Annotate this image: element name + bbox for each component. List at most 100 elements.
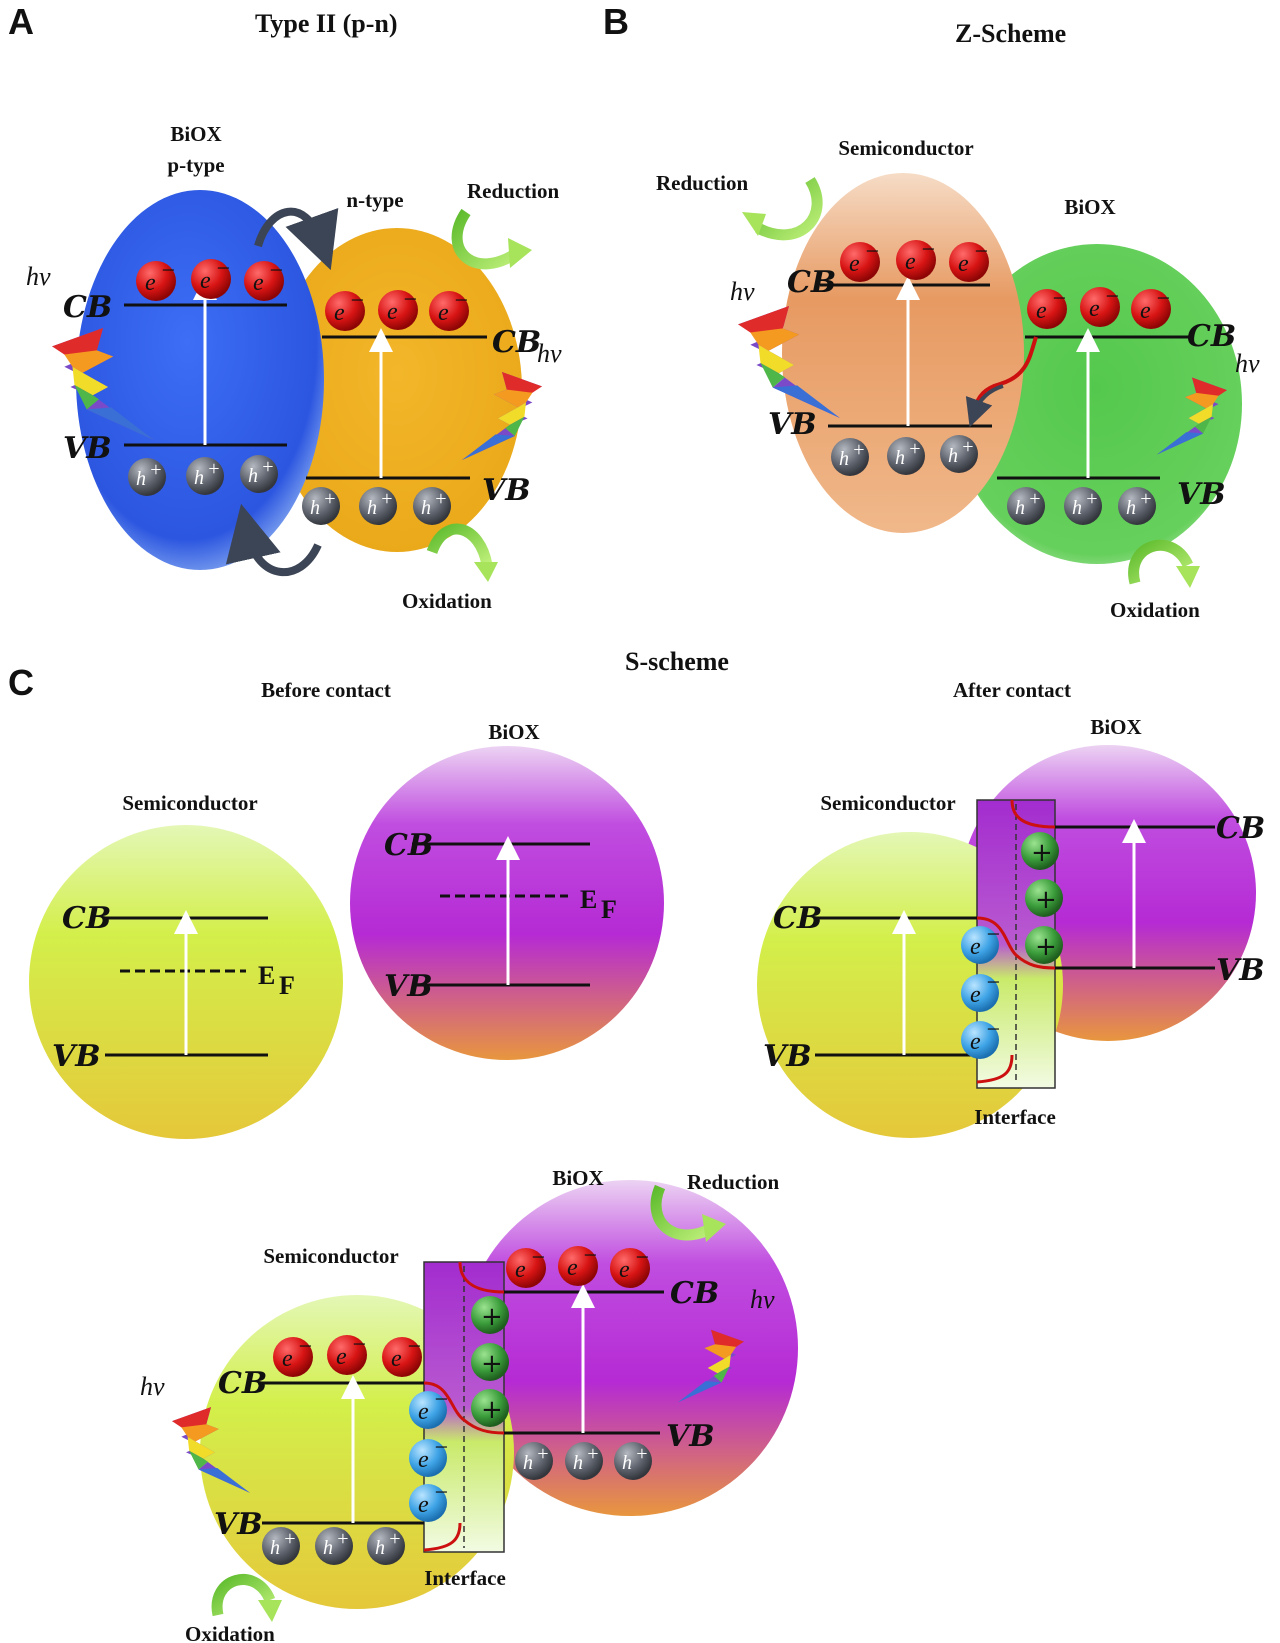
- a-photon-left-label: hν: [26, 262, 51, 291]
- panel-b-letter: B: [603, 1, 629, 42]
- svg-text:−: −: [406, 1334, 422, 1360]
- c3-cb-left: CB: [218, 1366, 267, 1401]
- svg-text:−: −: [634, 1245, 650, 1271]
- b-biox-label: BiOX: [1064, 195, 1115, 219]
- svg-text:e: e: [970, 982, 981, 1008]
- svg-text:+: +: [852, 439, 866, 461]
- b-semi-electrons: e− e− e−: [840, 237, 989, 282]
- svg-text:h: h: [310, 497, 320, 519]
- svg-text:e: e: [958, 251, 969, 277]
- svg-text:−: −: [351, 1332, 367, 1358]
- svg-text:h: h: [523, 1452, 533, 1474]
- b-reduction-arrow: [755, 177, 823, 241]
- c-illuminated: Semiconductor BiOX Interface CB VB CB VB…: [140, 1166, 798, 1643]
- svg-text:−: −: [985, 1017, 1001, 1043]
- a-n-holes: h+ h+ h+: [302, 487, 451, 525]
- svg-text:−: −: [864, 239, 880, 265]
- svg-text:+: +: [536, 1443, 550, 1465]
- a-cb-left: CB: [63, 290, 112, 325]
- a-reduction-label: Reduction: [467, 179, 559, 203]
- c1-biox-ef-sub: F: [601, 895, 617, 924]
- svg-text:h: h: [948, 445, 958, 467]
- svg-text:+: +: [481, 1349, 503, 1379]
- c3-cb-right: CB: [670, 1276, 719, 1311]
- panel-a: A Type II (p-n) BiOX p-type n-type CB VB…: [8, 1, 562, 613]
- svg-text:−: −: [433, 1480, 449, 1506]
- c3-reduction-label: Reduction: [687, 1170, 779, 1194]
- svg-text:−: −: [402, 287, 418, 313]
- b-reduction-label: Reduction: [656, 171, 748, 195]
- svg-text:+: +: [586, 1443, 600, 1465]
- svg-text:+: +: [207, 458, 221, 480]
- b-photon-left-label: hν: [730, 277, 755, 306]
- svg-text:h: h: [194, 467, 204, 489]
- a-photon-right-label: hν: [537, 339, 562, 368]
- svg-text:e: e: [515, 1257, 526, 1283]
- svg-text:h: h: [367, 497, 377, 519]
- b-biox-holes: h+ h+ h+: [1007, 487, 1156, 525]
- panel-b: B Z-Scheme Semiconductor BiOX CB VB CB V…: [603, 1, 1260, 622]
- c2-semiconductor-label: Semiconductor: [820, 791, 955, 815]
- svg-text:−: −: [985, 970, 1001, 996]
- svg-text:e: e: [418, 1492, 429, 1518]
- b-semi-holes: h+ h+ h+: [831, 435, 978, 476]
- svg-text:h: h: [1072, 497, 1082, 519]
- svg-text:e: e: [970, 934, 981, 960]
- panel-c-letter: C: [8, 662, 34, 703]
- c-before-contact-label: Before contact: [261, 678, 391, 702]
- c1-biox-cb-label: CB: [384, 828, 433, 863]
- panel-a-title: Type II (p-n): [255, 9, 398, 38]
- svg-text:h: h: [1126, 497, 1136, 519]
- svg-text:−: −: [297, 1334, 313, 1360]
- svg-text:e: e: [387, 299, 398, 325]
- svg-text:−: −: [920, 237, 936, 263]
- svg-text:h: h: [270, 1537, 280, 1559]
- b-vb-left: VB: [768, 407, 817, 442]
- c2-interface-electrons: e− e− e−: [961, 922, 1001, 1059]
- c3-oxidation-label: Oxidation: [185, 1622, 275, 1643]
- c3-interface-electrons: e− e− e−: [409, 1387, 449, 1522]
- svg-text:h: h: [622, 1452, 632, 1474]
- n-type-label: n-type: [346, 188, 403, 212]
- svg-text:e: e: [282, 1346, 293, 1372]
- svg-text:e: e: [438, 300, 449, 326]
- a-p-electrons: e− e− e−: [136, 256, 284, 301]
- c3-vb-left: VB: [214, 1507, 263, 1542]
- a-reduction-arrow: [451, 208, 522, 270]
- c3-interface-holes: + + +: [471, 1296, 509, 1427]
- svg-text:+: +: [1028, 488, 1042, 510]
- c3-vb-right: VB: [666, 1419, 715, 1454]
- svg-text:e: e: [145, 270, 156, 296]
- svg-text:−: −: [453, 288, 469, 314]
- svg-text:h: h: [375, 1537, 385, 1559]
- c2-cb-bend: [1010, 799, 1056, 829]
- a-electron-transfer-arrow: [254, 207, 339, 271]
- c3-interface-label: Interface: [424, 1566, 506, 1590]
- p-type-ellipse: [76, 190, 324, 570]
- svg-text:+: +: [380, 488, 394, 510]
- p-type-label-2: p-type: [167, 153, 224, 177]
- c1-semi-vb-label: VB: [52, 1039, 101, 1074]
- panel-b-title: Z-Scheme: [955, 19, 1066, 48]
- svg-text:+: +: [1085, 488, 1099, 510]
- a-oxidation-arrow: [426, 523, 493, 567]
- c1-semiconductor-label: Semiconductor: [122, 791, 257, 815]
- svg-text:h: h: [323, 1537, 333, 1559]
- c1-semi-ef-sub: F: [279, 971, 295, 1000]
- panel-c: C S-scheme Before contact After contact …: [8, 647, 1265, 1643]
- c-after-contact-label: After contact: [953, 678, 1071, 702]
- svg-text:h: h: [248, 465, 258, 487]
- svg-text:h: h: [573, 1452, 583, 1474]
- b-photon-right-label: hν: [1235, 349, 1260, 378]
- svg-text:e: e: [1140, 298, 1151, 324]
- c3-photon-left-label: hν: [140, 1372, 165, 1401]
- b-cb-right: CB: [1187, 319, 1236, 354]
- c-after-contact: Semiconductor BiOX Interface CB VB CB VB…: [757, 715, 1265, 1138]
- a-vb-right: VB: [482, 473, 531, 508]
- c1-biox-label: BiOX: [488, 720, 539, 744]
- svg-text:e: e: [391, 1346, 402, 1372]
- c3-biox-electrons: e− e− e−: [506, 1243, 650, 1288]
- c3-biox-label: BiOX: [552, 1166, 603, 1190]
- svg-text:−: −: [160, 258, 176, 284]
